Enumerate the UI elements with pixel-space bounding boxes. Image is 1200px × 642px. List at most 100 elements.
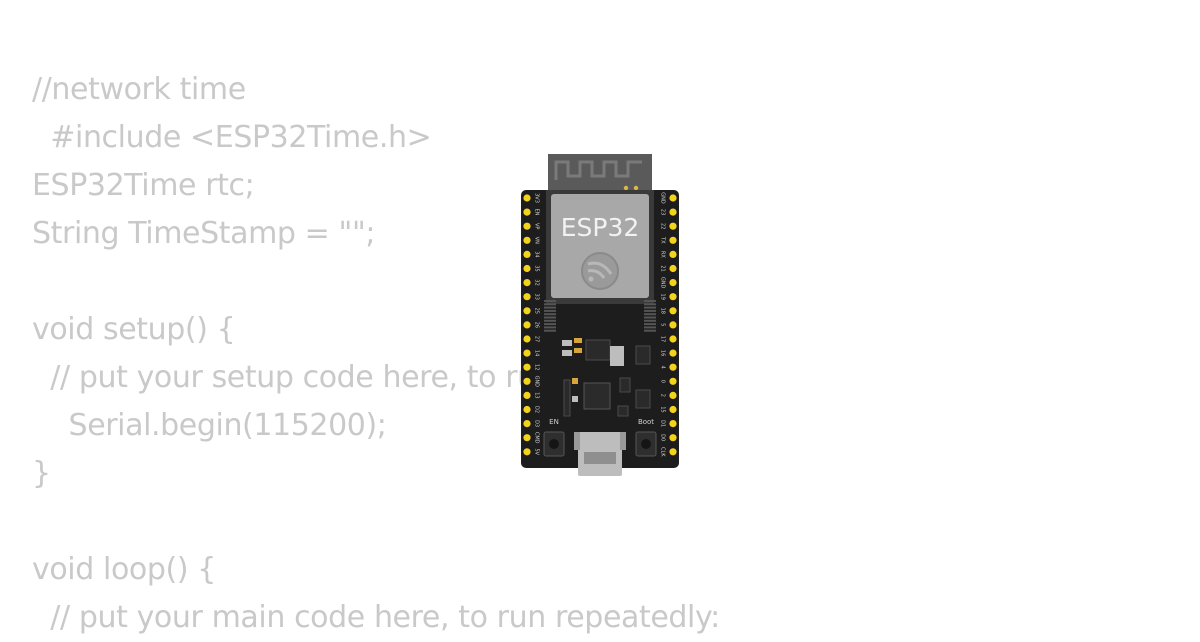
left-pin-label: D2	[534, 406, 540, 413]
antenna-dot	[633, 185, 639, 191]
left-pin[interactable]	[523, 405, 531, 414]
right-pin[interactable]	[669, 335, 677, 343]
right-pin-label: 2	[660, 394, 666, 397]
code-line: //network time	[32, 72, 246, 107]
left-pin[interactable]	[523, 194, 531, 202]
module-pad	[544, 316, 556, 319]
right-pin[interactable]	[669, 307, 677, 315]
code-line: // put your main code here, to run repea…	[32, 600, 720, 635]
right-pin-label: GND	[660, 192, 666, 204]
right-pin-label: D1	[660, 420, 666, 427]
code-line: }	[32, 456, 51, 491]
left-pin-label: GND	[534, 376, 540, 388]
left-pin[interactable]	[523, 377, 531, 385]
module-pad	[544, 309, 556, 312]
right-pin[interactable]	[669, 208, 677, 216]
module-pad	[544, 303, 556, 306]
module-pad	[544, 329, 556, 332]
left-pin-label: 25	[534, 308, 540, 314]
esp32-devkit-board[interactable]: ESP32	[518, 150, 684, 482]
left-pin[interactable]	[523, 321, 531, 329]
module-pad	[544, 323, 556, 326]
left-pin[interactable]	[523, 293, 531, 301]
right-pin[interactable]	[669, 279, 677, 287]
module-pad	[644, 316, 656, 319]
right-pin[interactable]	[669, 420, 677, 428]
left-pin[interactable]	[523, 335, 531, 343]
right-pin[interactable]	[669, 434, 677, 442]
left-pin-label: VP	[534, 223, 540, 229]
right-pin[interactable]	[669, 448, 677, 456]
right-pin-label: 21	[660, 265, 666, 271]
right-pin[interactable]	[669, 405, 677, 414]
left-pin[interactable]	[523, 208, 531, 216]
left-pin[interactable]	[523, 222, 531, 230]
module-pad	[644, 306, 656, 309]
module-pad	[544, 306, 556, 309]
left-pin[interactable]	[523, 420, 531, 428]
module-pad	[644, 303, 656, 306]
right-pin[interactable]	[669, 391, 677, 399]
code-line: void setup() {	[32, 312, 236, 347]
left-pin-label: CMD	[534, 432, 540, 444]
left-pin-label: 14	[534, 350, 540, 356]
code-line: #include <ESP32Time.h>	[32, 120, 432, 155]
module-pad	[644, 313, 656, 316]
right-pin-label: TX	[660, 236, 666, 244]
boot-button[interactable]	[635, 431, 657, 457]
right-pin[interactable]	[669, 264, 677, 273]
module-pad	[644, 309, 656, 312]
module-pad	[644, 300, 656, 302]
code-line: void loop() {	[32, 552, 216, 587]
left-pin[interactable]	[523, 279, 531, 287]
right-pin-label: 15	[660, 406, 666, 412]
left-pin-label: 3V3	[534, 193, 540, 203]
right-pin[interactable]	[669, 222, 677, 230]
left-pin-label: 13	[534, 392, 540, 398]
right-pin-label: 18	[660, 308, 666, 314]
right-pin[interactable]	[669, 321, 677, 329]
left-pin[interactable]	[523, 236, 531, 244]
right-pin-label: 4	[660, 366, 666, 369]
right-pin[interactable]	[669, 293, 677, 301]
right-pin-label: 19	[660, 294, 666, 300]
right-pin[interactable]	[669, 349, 677, 357]
left-pin[interactable]	[523, 363, 531, 371]
left-pin[interactable]	[523, 448, 531, 456]
right-pin-label: 5	[660, 323, 666, 326]
right-pin[interactable]	[669, 363, 677, 371]
right-pin[interactable]	[669, 377, 677, 385]
micro-usb-port[interactable]	[574, 432, 626, 476]
right-pin-label: GND	[660, 277, 666, 289]
left-pin[interactable]	[523, 391, 531, 399]
left-pin[interactable]	[523, 250, 531, 258]
module-pad	[644, 323, 656, 326]
module-pad	[644, 326, 656, 329]
left-pin[interactable]	[523, 434, 531, 442]
left-pin[interactable]	[523, 307, 531, 315]
smd-components	[562, 338, 651, 417]
esp32-board-graphic: ESP32	[521, 154, 679, 476]
module-shield	[551, 194, 649, 298]
left-pin-label: EN	[534, 209, 540, 216]
module-pads	[544, 300, 656, 332]
left-pin[interactable]	[523, 264, 531, 273]
left-pin[interactable]	[523, 349, 531, 357]
right-pin-label: D0	[660, 434, 666, 441]
left-pin-header: 3V3ENVPVN343532332526271412GND13D2D3CMD5…	[523, 193, 540, 456]
antenna-dot	[623, 185, 629, 191]
right-pin-label: CLK	[660, 447, 666, 457]
left-pin-label: 35	[534, 265, 540, 271]
module-pad	[544, 319, 556, 322]
right-pin[interactable]	[669, 250, 677, 258]
right-pin[interactable]	[669, 194, 677, 202]
left-pin-label: 12	[534, 364, 540, 370]
left-pin-label: 5V	[534, 448, 540, 455]
module-pad	[544, 313, 556, 316]
code-editor-text: //network time #include <ESP32Time.h> ESP…	[32, 66, 720, 642]
right-pin[interactable]	[669, 236, 677, 244]
left-pin-label: 32	[534, 279, 540, 285]
en-button-label: EN	[549, 418, 559, 426]
en-button[interactable]	[543, 431, 565, 457]
